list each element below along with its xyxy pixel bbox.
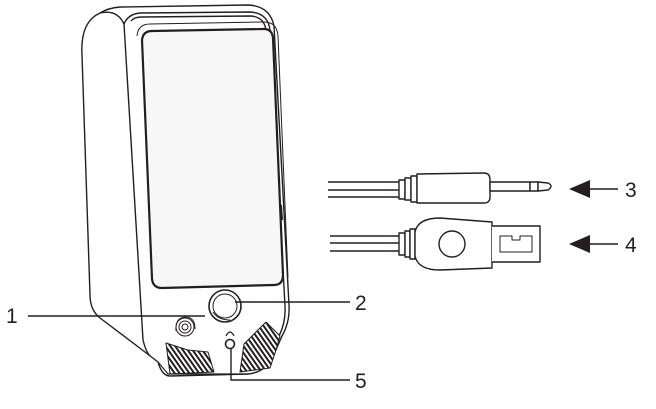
arrow-3-head: [569, 180, 590, 198]
callout-4: 4: [625, 234, 637, 257]
callout-5: 5: [355, 370, 367, 393]
fingerprint-icon: [175, 316, 196, 337]
speaker-side-edge: [99, 11, 151, 357]
speaker: [81, 4, 290, 377]
speaker-top-bevel: [130, 15, 267, 31]
speaker-front-panel: [140, 27, 285, 290]
callout-3: 3: [625, 179, 637, 202]
volume-knob: [208, 289, 242, 323]
audio-plug: [328, 172, 552, 204]
arrow-4-head: [569, 235, 590, 253]
headphone-jack-icon: [224, 331, 236, 350]
speaker-front-face: [123, 11, 286, 354]
left-bottom-grill: [165, 342, 215, 375]
callout-1: 1: [6, 305, 18, 328]
usb-power-plug: [330, 217, 541, 271]
callout-2: 2: [355, 292, 367, 315]
speaker-side-mark: [280, 204, 283, 221]
right-bottom-grill: [239, 321, 281, 373]
leader-5: [230, 349, 350, 381]
speaker-base-edge: [157, 361, 248, 375]
speaker-panel-rim: [136, 21, 289, 279]
